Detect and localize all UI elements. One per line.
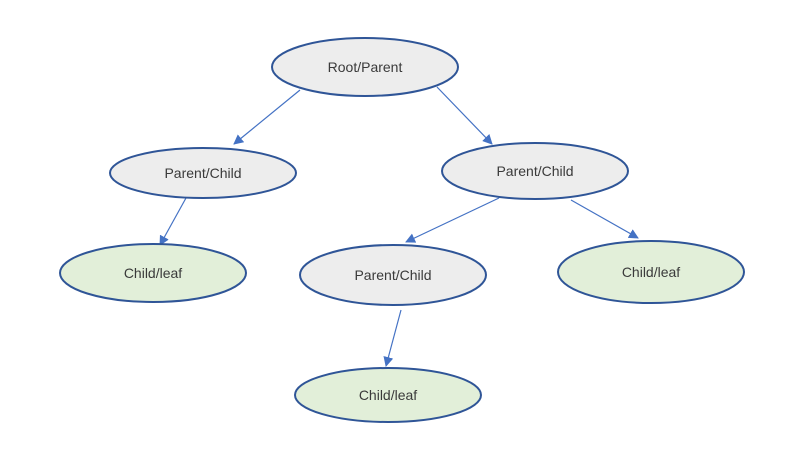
node-middle-parent-label: Parent/Child (354, 267, 431, 283)
node-right-leaf: Child/leaf (557, 240, 745, 304)
edge-root-to-left-parent (233, 89, 301, 145)
edge-right-parent-to-middle-parent (405, 197, 500, 243)
edge-right-parent-to-right-leaf (570, 199, 639, 239)
node-bottom-leaf-label: Child/leaf (359, 387, 417, 403)
node-right-parent-label: Parent/Child (496, 163, 573, 179)
edge-left-parent-to-left-leaf (159, 197, 187, 246)
node-right-parent: Parent/Child (441, 142, 629, 200)
node-left-leaf-label: Child/leaf (124, 265, 182, 281)
node-left-parent-shape (109, 147, 297, 199)
node-right-parent-shape (441, 142, 629, 200)
node-left-leaf-shape (59, 243, 247, 303)
edge-root-to-right-parent (436, 86, 493, 145)
node-bottom-leaf-shape (294, 367, 482, 423)
node-root: Root/Parent (271, 37, 459, 97)
node-left-leaf: Child/leaf (59, 243, 247, 303)
node-left-parent: Parent/Child (109, 147, 297, 199)
node-bottom-leaf: Child/leaf (294, 367, 482, 423)
node-middle-parent: Parent/Child (299, 244, 487, 306)
edge-middle-parent-to-bottom-leaf (383, 309, 402, 367)
node-root-label: Root/Parent (328, 59, 403, 75)
node-right-leaf-shape (557, 240, 745, 304)
node-middle-parent-shape (299, 244, 487, 306)
node-root-shape (271, 37, 459, 97)
node-right-leaf-label: Child/leaf (622, 264, 680, 280)
node-left-parent-label: Parent/Child (164, 165, 241, 181)
